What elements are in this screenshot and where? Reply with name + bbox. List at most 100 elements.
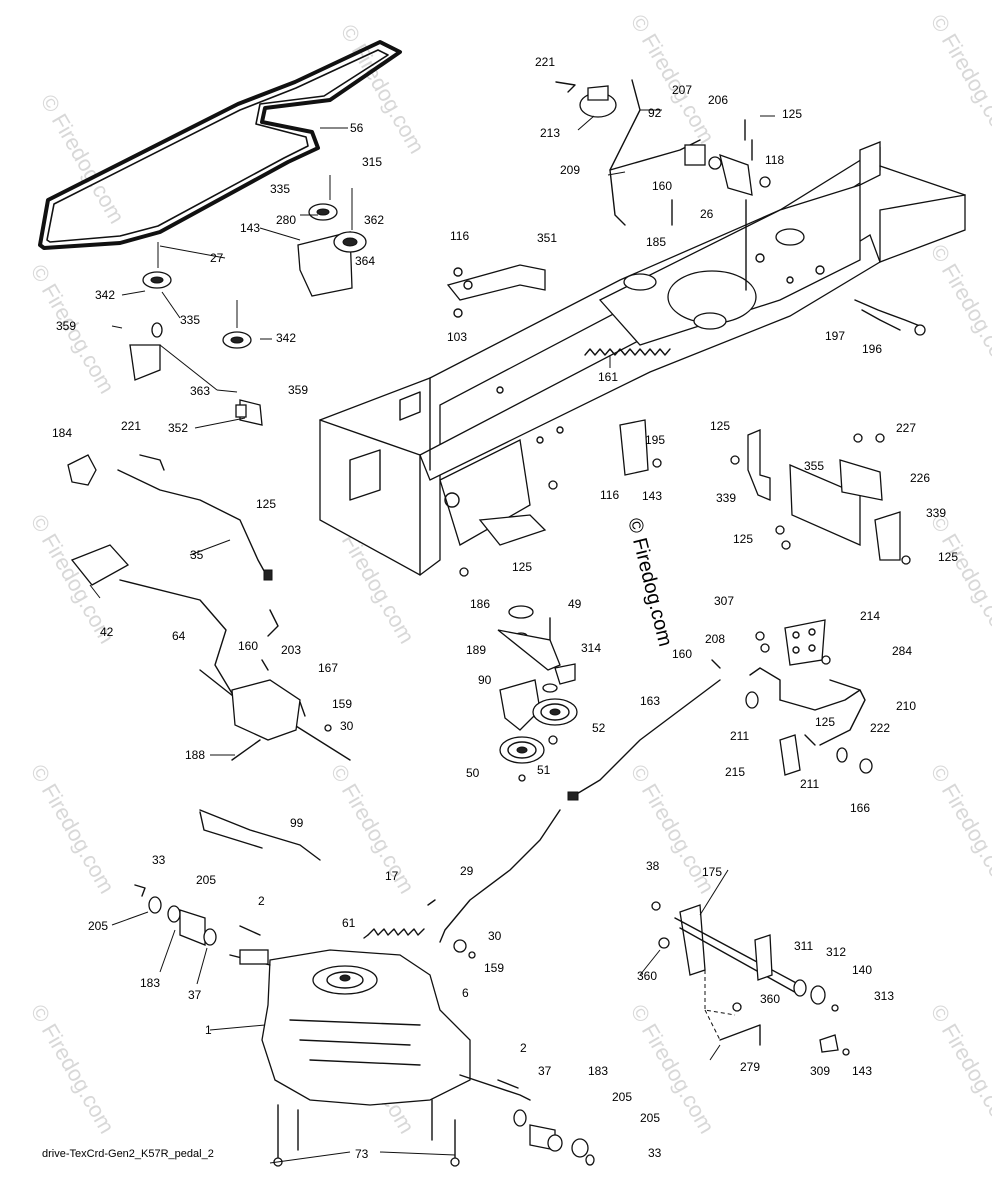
callout-335: 335 xyxy=(180,313,200,327)
callout-143: 143 xyxy=(642,489,662,503)
callout-116: 116 xyxy=(450,229,469,243)
callout-38: 38 xyxy=(646,859,660,873)
callout-50: 50 xyxy=(466,766,480,780)
callout-125: 125 xyxy=(256,497,276,511)
callout-342: 342 xyxy=(95,288,115,302)
callout-166: 166 xyxy=(850,801,870,815)
callout-30: 30 xyxy=(488,929,502,943)
callout-99: 99 xyxy=(290,816,304,830)
callout-143: 143 xyxy=(240,221,260,235)
callout-215: 215 xyxy=(725,765,745,779)
lever-assembly-209 xyxy=(555,79,771,291)
callout-30: 30 xyxy=(340,719,354,733)
callout-167: 167 xyxy=(318,661,338,675)
watermark-text: © Firedog.com xyxy=(26,1000,120,1138)
callout-342: 342 xyxy=(276,331,296,345)
callout-125: 125 xyxy=(815,715,835,729)
callout-64: 64 xyxy=(172,629,186,643)
callout-184: 184 xyxy=(52,426,72,440)
callout-226: 226 xyxy=(910,471,930,485)
callout-335: 335 xyxy=(270,182,290,196)
callout-6: 6 xyxy=(462,986,469,1000)
callout-313: 313 xyxy=(874,989,894,1003)
callout-35: 35 xyxy=(190,548,204,562)
watermark-text: © Firedog.com xyxy=(626,10,720,148)
callout-205: 205 xyxy=(196,873,216,887)
pedal-and-rods-left xyxy=(67,454,351,761)
shaft-assembly-175 xyxy=(651,901,850,1056)
callout-195: 195 xyxy=(645,433,665,447)
callout-221: 221 xyxy=(535,55,555,69)
callout-207: 207 xyxy=(672,83,692,97)
callout-189: 189 xyxy=(466,643,486,657)
callout-221: 221 xyxy=(121,419,141,433)
callout-213: 213 xyxy=(540,126,560,140)
callout-33: 33 xyxy=(152,853,166,867)
callout-188: 188 xyxy=(185,748,205,762)
callout-183: 183 xyxy=(588,1064,608,1078)
callout-42: 42 xyxy=(100,625,114,639)
callout-56: 56 xyxy=(350,121,364,135)
callout-359: 359 xyxy=(56,319,76,333)
callout-140: 140 xyxy=(852,963,872,977)
pulley-group-center xyxy=(497,605,578,782)
callout-280: 280 xyxy=(276,213,296,227)
washer-stack-left xyxy=(134,884,595,1166)
callout-307: 307 xyxy=(714,594,734,608)
callout-33: 33 xyxy=(648,1146,662,1160)
callout-2: 2 xyxy=(520,1041,527,1055)
callout-51: 51 xyxy=(537,763,551,777)
transaxle xyxy=(229,949,531,1167)
callout-208: 208 xyxy=(705,632,725,646)
callout-116: 116 xyxy=(600,488,619,502)
callout-103: 103 xyxy=(447,330,467,344)
watermark-text: © Firedog.com xyxy=(36,90,130,228)
callout-2: 2 xyxy=(258,894,265,908)
pulley-bracket-364 xyxy=(297,175,367,297)
callout-211: 211 xyxy=(800,777,819,791)
diagram-footer-label: drive-TexCrd-Gen2_K57R_pedal_2 xyxy=(42,1148,214,1160)
spring-161 xyxy=(584,348,671,368)
callout-161: 161 xyxy=(598,370,618,384)
callout-339: 339 xyxy=(716,491,736,505)
callout-279: 279 xyxy=(740,1060,760,1074)
callout-312: 312 xyxy=(826,945,846,959)
watermark-text: © Firedog.com xyxy=(926,10,992,148)
callout-227: 227 xyxy=(896,421,916,435)
callout-17: 17 xyxy=(385,869,399,883)
callout-143: 143 xyxy=(852,1064,872,1078)
callout-339: 339 xyxy=(926,506,946,520)
callout-125: 125 xyxy=(782,107,802,121)
callout-205: 205 xyxy=(612,1090,632,1104)
watermark-text: © Firedog.com xyxy=(26,760,120,898)
tractor-frame xyxy=(319,141,966,576)
callout-125: 125 xyxy=(512,560,532,574)
watermark-text: © Firedog.com xyxy=(326,760,420,898)
callout-352: 352 xyxy=(168,421,188,435)
callout-160: 160 xyxy=(238,639,258,653)
callout-363: 363 xyxy=(190,384,210,398)
callout-355: 355 xyxy=(804,459,824,473)
center-watermark: © Firedog.com xyxy=(623,516,676,649)
callout-163: 163 xyxy=(640,694,660,708)
callout-359: 359 xyxy=(288,383,308,397)
callout-196: 196 xyxy=(862,342,882,356)
callout-160: 160 xyxy=(652,179,672,193)
callout-61: 61 xyxy=(342,916,356,930)
callout-92: 92 xyxy=(648,106,662,120)
callout-37: 37 xyxy=(538,1064,552,1078)
callout-197: 197 xyxy=(825,329,845,343)
bracket-351 xyxy=(446,264,546,318)
callout-90: 90 xyxy=(478,673,492,687)
callout-185: 185 xyxy=(646,235,666,249)
callout-206: 206 xyxy=(708,93,728,107)
callout-311: 311 xyxy=(794,939,813,953)
callout-labels: 56 315 335 362 280 143 364 27 342 335 35… xyxy=(52,55,958,1161)
rods-center xyxy=(199,679,721,959)
callout-186: 186 xyxy=(470,597,490,611)
callout-183: 183 xyxy=(140,976,160,990)
rod-197 xyxy=(854,299,926,336)
callout-52: 52 xyxy=(592,721,606,735)
callout-210: 210 xyxy=(896,699,916,713)
